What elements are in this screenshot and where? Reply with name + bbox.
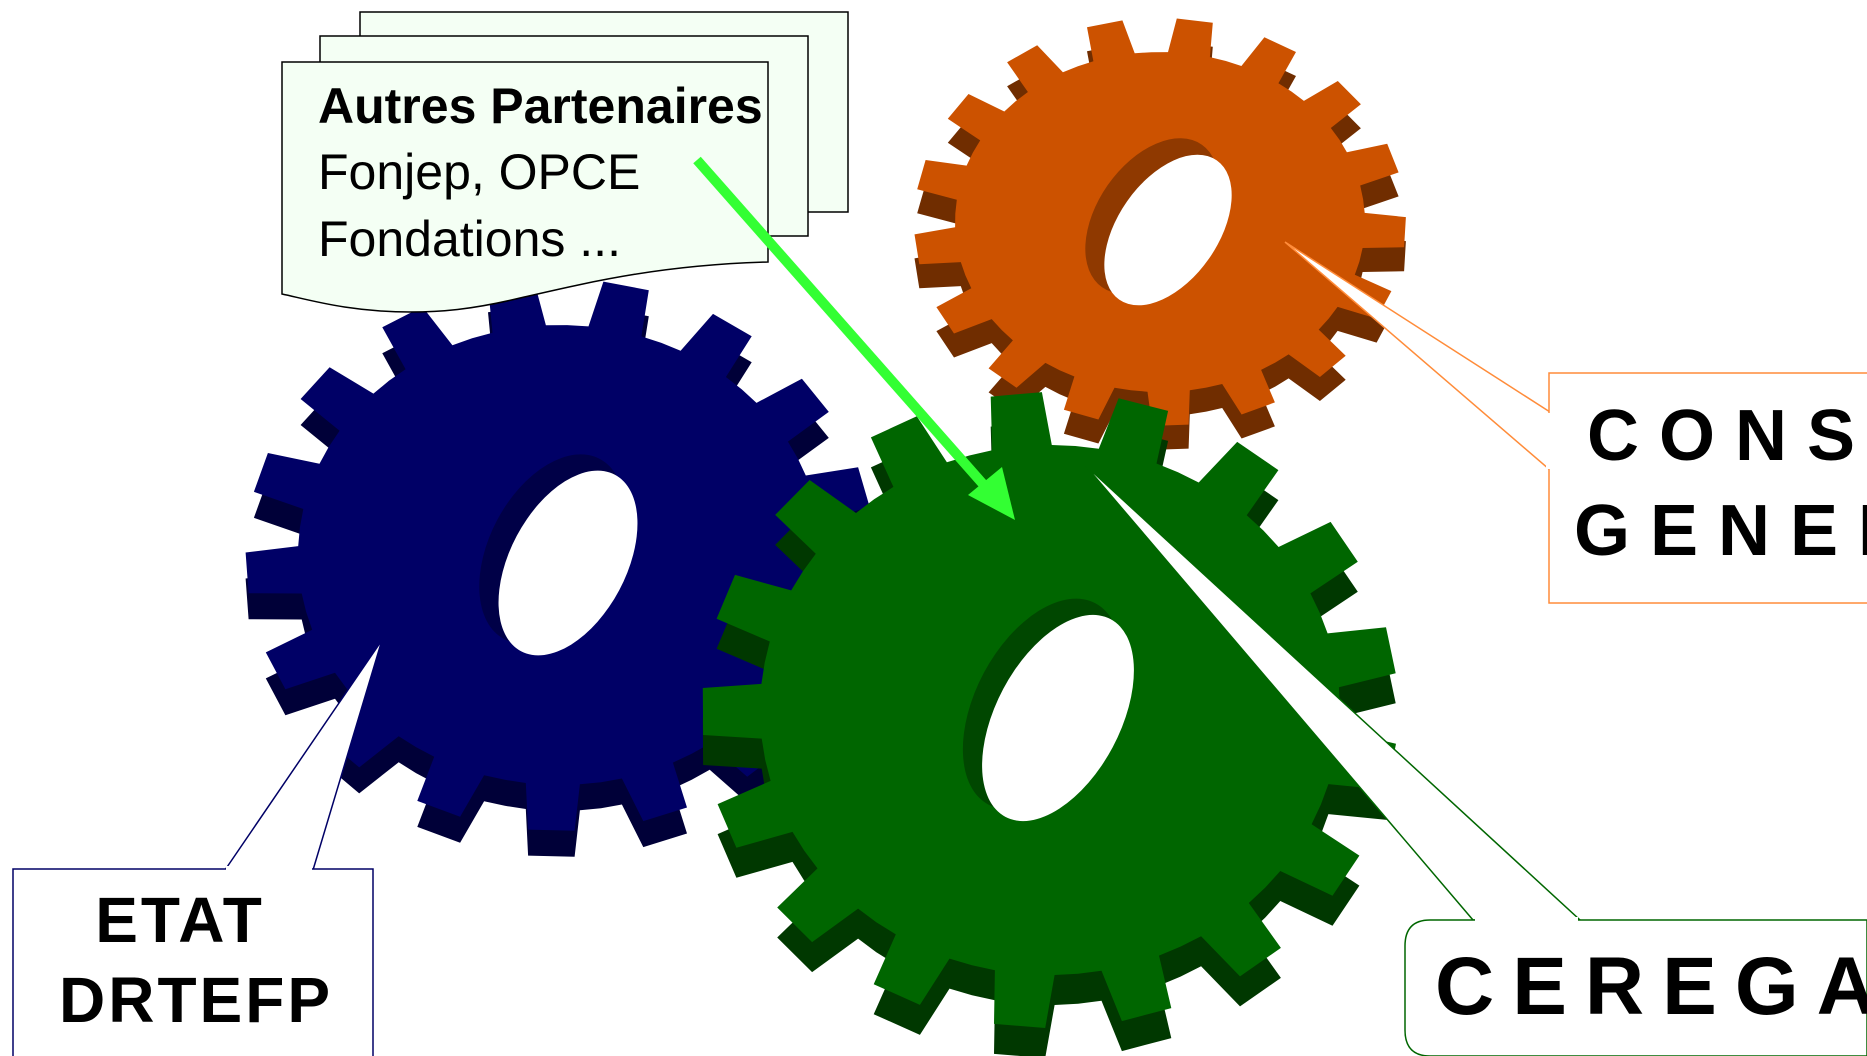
orange-gear (914, 18, 1406, 450)
gears-group (245, 18, 1406, 1056)
general-label: GENERA (1574, 491, 1867, 571)
orange-gear-hole (1104, 154, 1232, 306)
partners-line-1: Fonjep, OPCE (318, 144, 640, 200)
arrow-shaft (693, 156, 994, 496)
conseil-label: CONSEI (1587, 396, 1867, 476)
arrow-head (968, 467, 1015, 520)
etat-callout: ETAT DRTEFP (12, 639, 383, 1056)
green-gear-hole (982, 614, 1134, 822)
ceregal-label: CEREGAI (1435, 941, 1867, 1032)
conseil-callout: CONSEI GENERA (1284, 241, 1867, 604)
blue-gear-hole (498, 470, 638, 656)
partners-arrow (693, 156, 1015, 520)
partners-title: Autres Partenaires (318, 78, 763, 134)
etat-label: ETAT (95, 884, 265, 956)
ceregal-callout: CEREGAI (1084, 464, 1867, 1056)
partners-documents: Autres Partenaires Fonjep, OPCE Fondatio… (281, 11, 849, 313)
etat-callout-box (12, 868, 374, 1056)
green-gear (702, 392, 1396, 1056)
partners-line-2: Fondations ... (318, 211, 621, 267)
conseil-callout-box (1548, 372, 1867, 604)
partners-doc-front (281, 61, 769, 313)
drtefp-label: DRTEFP (59, 964, 333, 1036)
